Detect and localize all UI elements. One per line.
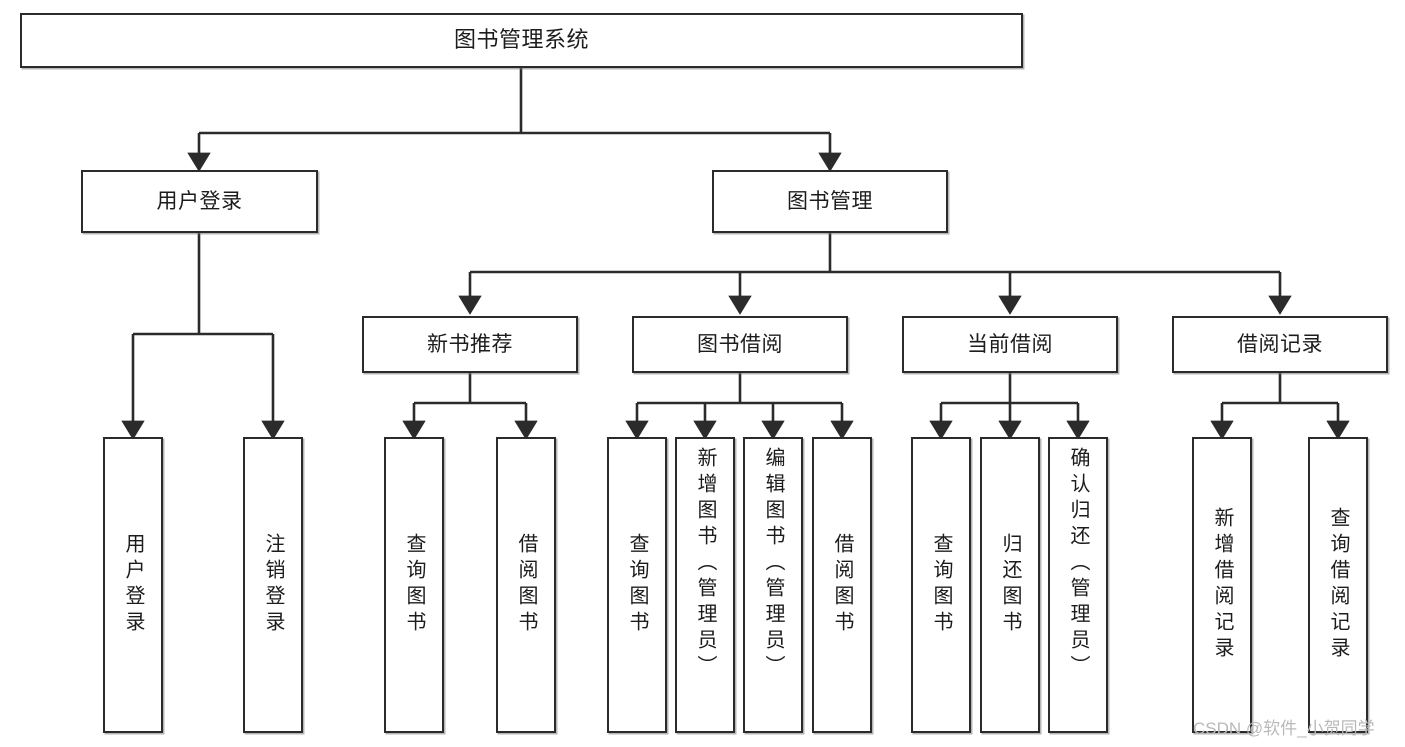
leaf-user-login-signin[interactable]: 用户登录: [103, 437, 163, 733]
leaf-book-borrow-query[interactable]: 查询图书: [607, 437, 667, 733]
leaf-book-borrow-add[interactable]: 新增图书（管理员）: [675, 437, 735, 733]
leaf-book-borrow-borrow[interactable]: 借阅图书: [812, 437, 872, 733]
node-label: 编辑图书（管理员）: [762, 447, 784, 681]
node-label: 图书管理系统: [453, 27, 589, 53]
leaf-user-login-signout[interactable]: 注销登录: [243, 437, 303, 733]
node-label: 图书借阅: [697, 332, 783, 356]
node-label: 新增借阅记录: [1211, 507, 1233, 663]
node-label: 用户登录: [156, 189, 243, 213]
node-user-login[interactable]: 用户登录: [81, 170, 318, 233]
node-label: 借阅图书: [515, 533, 537, 637]
leaf-borrow-record-add[interactable]: 新增借阅记录: [1192, 437, 1252, 733]
node-label: 借阅图书: [831, 533, 853, 637]
node-label: 当前借阅: [967, 332, 1053, 356]
node-label: 查询图书: [403, 533, 425, 637]
node-borrow-record[interactable]: 借阅记录: [1172, 316, 1388, 373]
node-label: 图书管理: [787, 189, 873, 213]
leaf-new-book-query[interactable]: 查询图书: [384, 437, 444, 733]
leaf-borrow-record-query[interactable]: 查询借阅记录: [1308, 437, 1368, 733]
node-label: 确认归还（管理员）: [1067, 447, 1089, 681]
node-book-borrow[interactable]: 图书借阅: [632, 316, 848, 373]
node-label: 查询借阅记录: [1327, 507, 1349, 663]
node-new-book-recommend[interactable]: 新书推荐: [362, 316, 578, 373]
leaf-new-book-borrow[interactable]: 借阅图书: [496, 437, 556, 733]
node-label: 查询图书: [930, 533, 952, 637]
node-label: 查询图书: [626, 533, 648, 637]
node-root-book-management-system[interactable]: 图书管理系统: [20, 13, 1023, 68]
leaf-current-borrow-return[interactable]: 归还图书: [980, 437, 1040, 733]
node-current-borrow[interactable]: 当前借阅: [902, 316, 1118, 373]
node-label: 归还图书: [999, 533, 1021, 637]
node-label: 注销登录: [262, 533, 284, 637]
node-label: 借阅记录: [1237, 332, 1323, 356]
node-label: 用户登录: [122, 533, 144, 637]
node-book-management[interactable]: 图书管理: [712, 170, 948, 233]
leaf-book-borrow-edit[interactable]: 编辑图书（管理员）: [743, 437, 803, 733]
node-label: 新增图书（管理员）: [694, 447, 716, 681]
leaf-current-borrow-confirm-return[interactable]: 确认归还（管理员）: [1048, 437, 1108, 733]
node-label: 新书推荐: [427, 332, 513, 356]
leaf-current-borrow-query[interactable]: 查询图书: [911, 437, 971, 733]
